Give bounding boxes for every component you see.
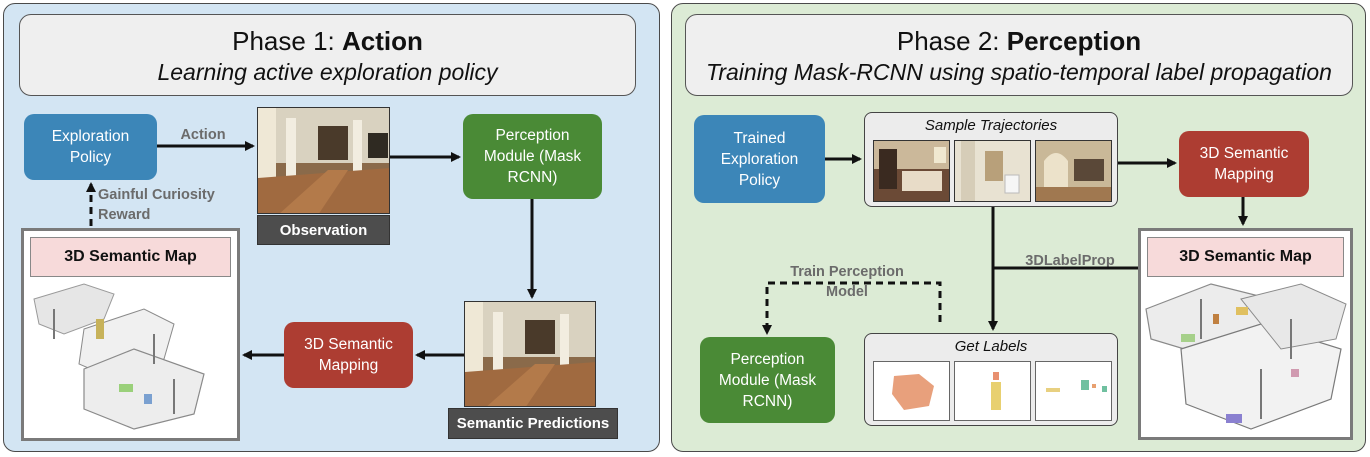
semantic-map-render-phase2	[1145, 283, 1347, 430]
phase1-title-box: Phase 1: Action Learning active explorat…	[19, 14, 636, 96]
sample-trajectories-title: Sample Trajectories	[924, 117, 1058, 134]
bathroom-photo-icon	[955, 141, 1030, 201]
label-mask-3	[1035, 361, 1112, 421]
label-mask-1	[873, 361, 950, 421]
phase2-title-bold: Perception	[1006, 26, 1142, 56]
exploration-policy-label: Exploration Policy	[51, 128, 130, 166]
perception-module-label-phase1: Perception Module (Mask RCNN)	[483, 127, 582, 186]
label-mask-2-image	[991, 372, 1001, 410]
semantic-mapping-node-phase2: 3D Semantic Mapping	[1179, 131, 1309, 197]
observation-label: Observation	[257, 215, 390, 245]
trained-exploration-policy-node: Trained Exploration Policy	[694, 115, 825, 203]
phase2-title-box: Phase 2: Perception Training Mask-RCNN u…	[685, 14, 1353, 96]
phase1-subtitle: Learning active exploration policy	[157, 59, 498, 85]
perception-module-node-phase1: Perception Module (Mask RCNN)	[463, 114, 602, 199]
phase2-subtitle: Training Mask-RCNN using spatio-temporal…	[706, 59, 1332, 85]
arrow-train-perception-dashed	[762, 281, 942, 335]
trajectory-frame-3	[1035, 140, 1112, 202]
reward-label: Gainful Curiosity Reward	[98, 187, 215, 223]
label-mask-1-image	[892, 374, 934, 410]
action-label: Action	[180, 127, 226, 143]
phase2-title-prefix: Phase 2:	[896, 26, 1007, 56]
semantic-mapping-label-phase1: 3D Semantic Mapping	[304, 336, 393, 374]
semantic-map-title-phase1: 3D Semantic Map	[30, 237, 231, 277]
trajectory-frame-2	[954, 140, 1031, 202]
perception-module-node-phase2: Perception Module (Mask RCNN)	[700, 337, 835, 423]
get-labels-box: Get Labels	[864, 333, 1118, 426]
trajectory-frame-1	[873, 140, 950, 202]
phase1-title-prefix: Phase 1:	[232, 26, 342, 56]
observation-photo-icon	[258, 108, 389, 213]
perception-module-label-phase2: Perception Module (Mask RCNN)	[718, 350, 817, 410]
living-room-photo-icon	[1036, 141, 1111, 201]
semantic-mapping-node-phase1: 3D Semantic Mapping	[284, 322, 413, 388]
semantic-predictions-image	[464, 301, 596, 407]
train-perception-label: Train Perception Model	[790, 264, 904, 300]
label-prop-label: 3DLabelProp	[1025, 253, 1115, 269]
observation-image	[257, 107, 390, 214]
semantic-map-render-phase1	[33, 283, 205, 430]
sample-trajectories-box: Sample Trajectories	[864, 112, 1118, 207]
bedroom-photo-icon	[874, 141, 949, 201]
exploration-policy-node: Exploration Policy	[24, 114, 157, 180]
semantic-predictions-label: Semantic Predictions	[448, 408, 618, 439]
label-mask-3-image	[1046, 380, 1107, 392]
phase1-title: Phase 1: Action	[20, 25, 635, 57]
phase1-title-bold: Action	[341, 26, 423, 56]
get-labels-title: Get Labels	[954, 338, 1028, 355]
trained-exploration-policy-label: Trained Exploration Policy	[720, 129, 799, 189]
semantic-mapping-label-phase2: 3D Semantic Mapping	[1199, 145, 1289, 183]
semantic-predictions-photo-icon	[465, 302, 595, 406]
semantic-map-title-phase2: 3D Semantic Map	[1147, 237, 1344, 277]
semantic-map-panel-phase1: 3D Semantic Map	[21, 228, 240, 441]
semantic-map-panel-phase2: 3D Semantic Map	[1138, 228, 1353, 440]
label-mask-2	[954, 361, 1031, 421]
phase2-title: Phase 2: Perception	[686, 25, 1352, 57]
